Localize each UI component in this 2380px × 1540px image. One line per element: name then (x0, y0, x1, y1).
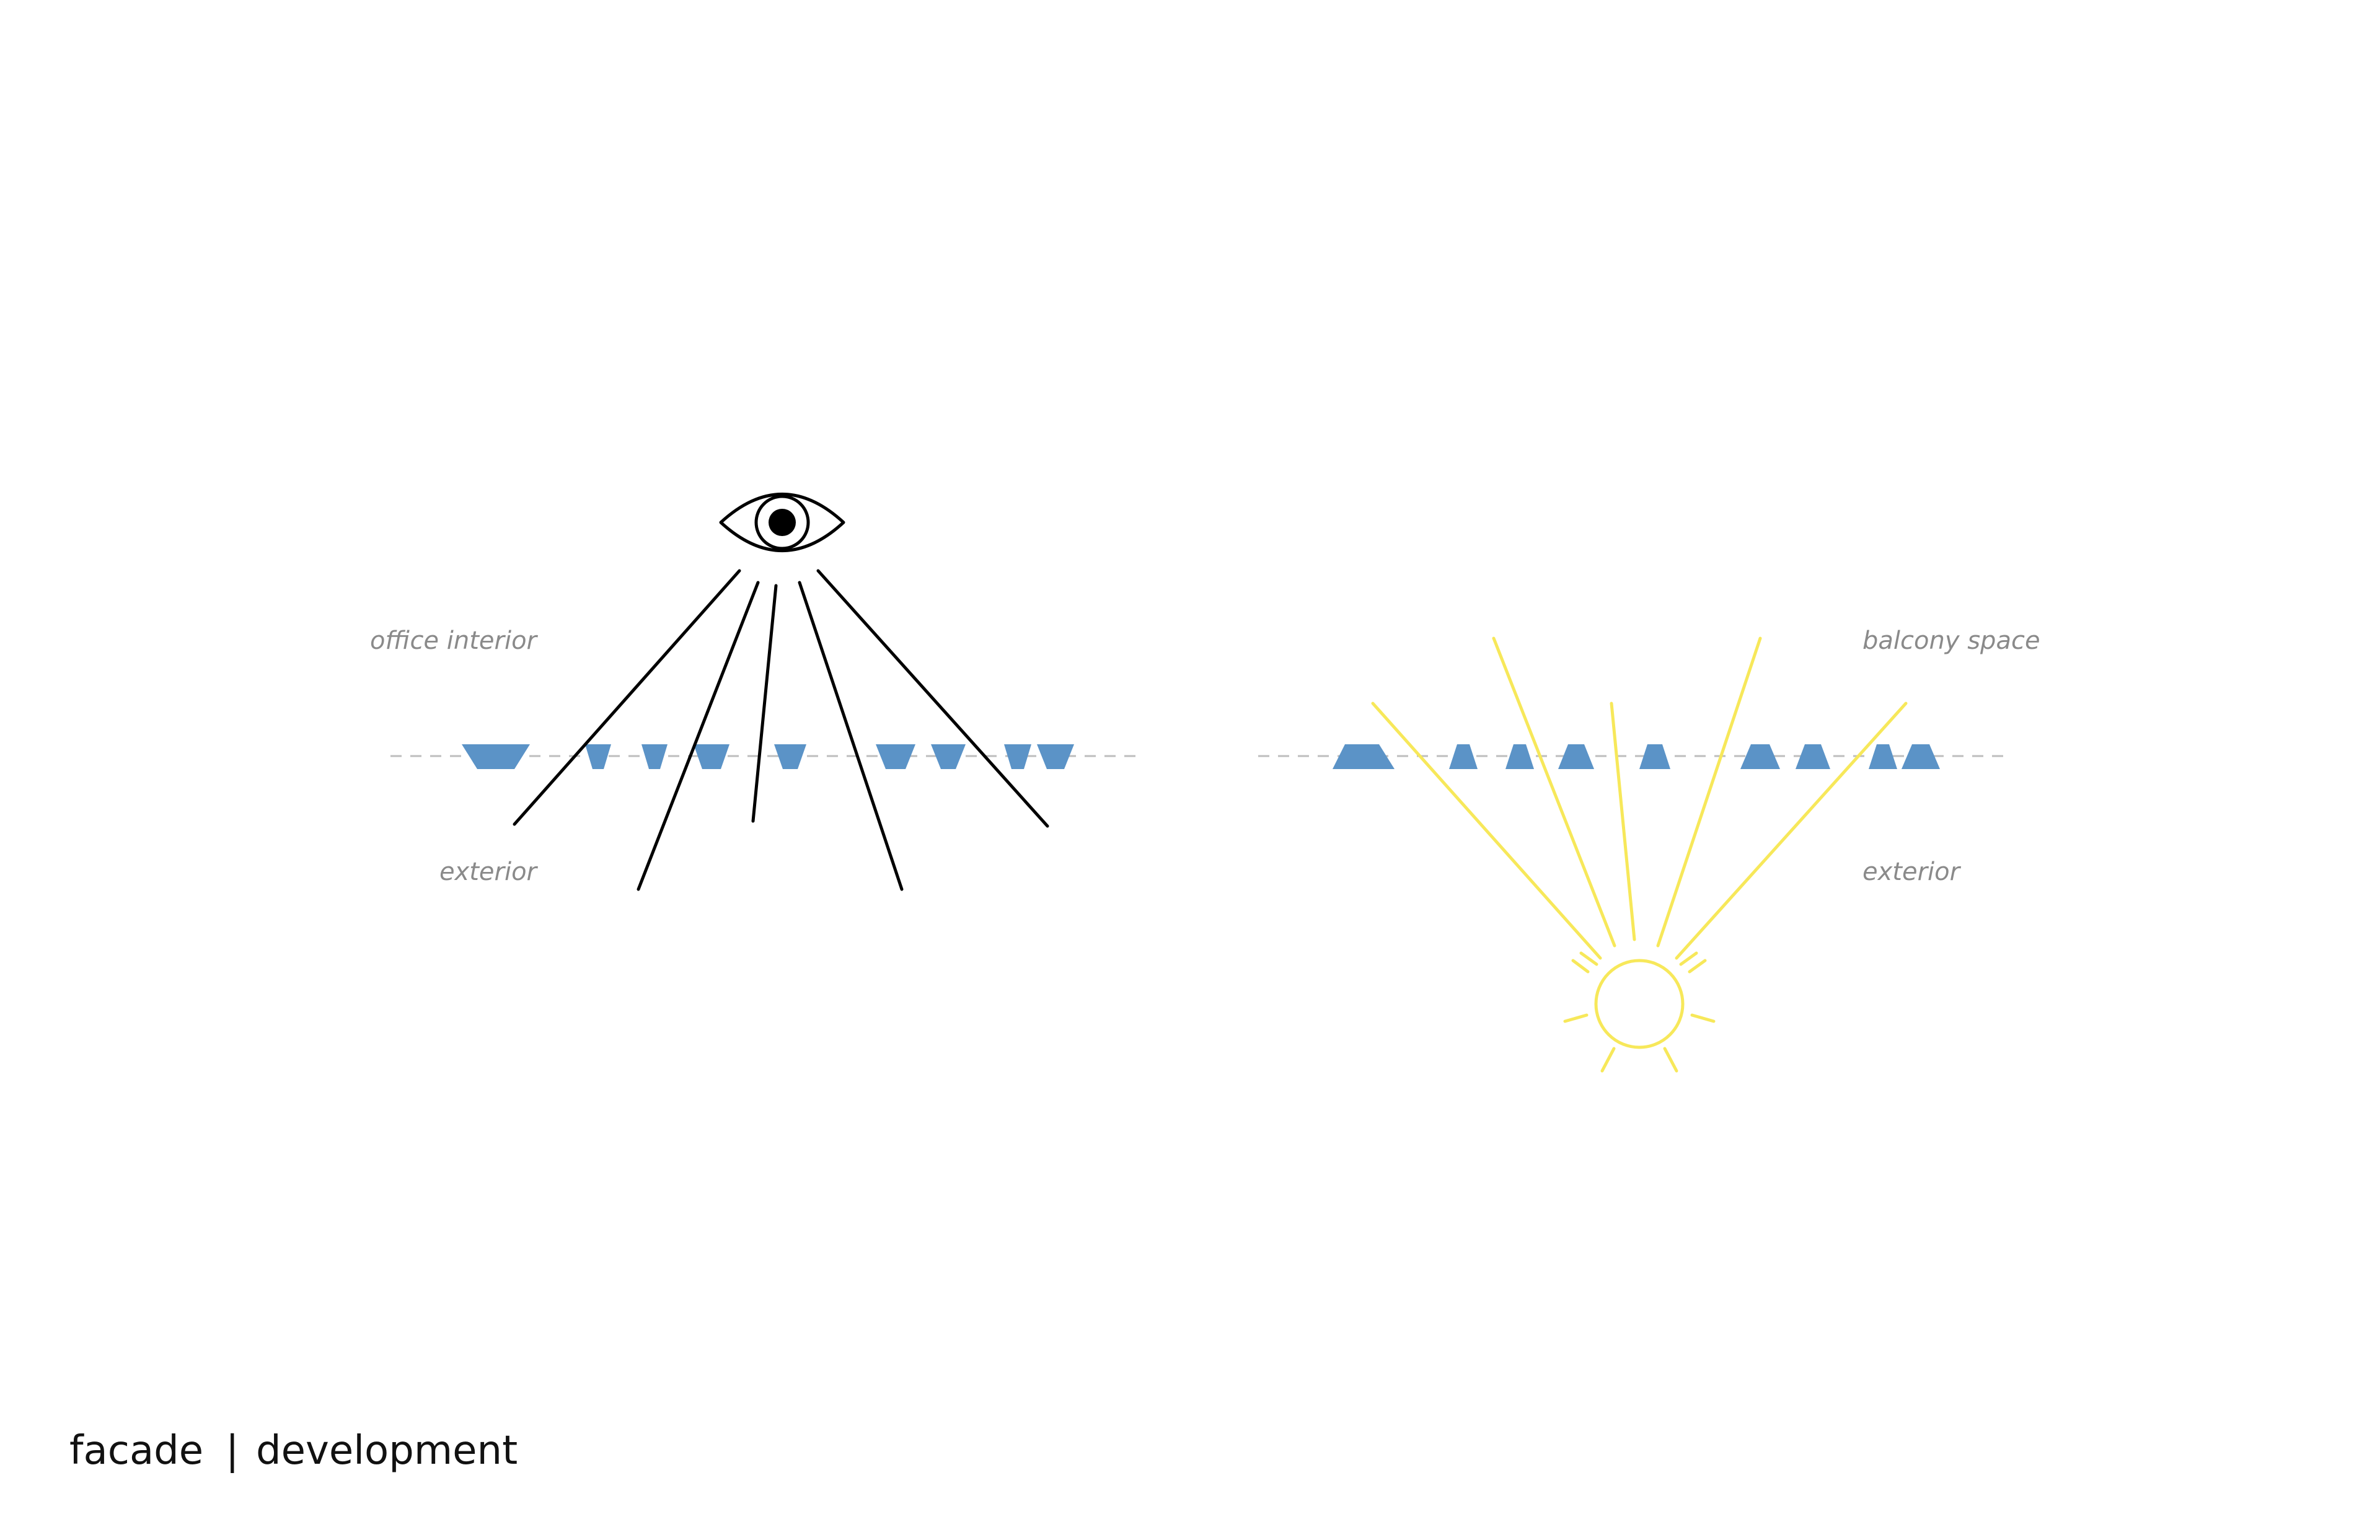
fin (1796, 744, 1830, 769)
fin (876, 744, 915, 769)
sun-ray (1675, 702, 1908, 960)
left-panel-view-diagram: office interior exterior (370, 493, 1144, 891)
sight-line (798, 581, 904, 891)
fin (1869, 744, 1897, 769)
fin (1505, 744, 1534, 769)
fin (931, 744, 966, 769)
sun-ray (1492, 636, 1616, 948)
fin (1639, 744, 1670, 769)
sight-lines (513, 569, 1049, 891)
fin (1333, 744, 1395, 769)
sight-line (751, 584, 778, 823)
fin (462, 744, 530, 769)
exterior-label-left: exterior (439, 858, 539, 886)
fin (1449, 744, 1478, 769)
sunlight-rays (1371, 636, 1908, 960)
facade-fins-right (1333, 744, 1940, 769)
fin (1558, 744, 1594, 769)
fin (1902, 744, 1940, 769)
footer-title-left: facade (69, 1428, 203, 1474)
fin (585, 744, 611, 769)
sun-ray (1610, 702, 1636, 941)
sun-ray (1656, 636, 1762, 948)
footer-title: facade | development (69, 1428, 518, 1474)
sun-icon (1563, 951, 1716, 1073)
fin (694, 744, 729, 769)
sight-line (513, 569, 741, 826)
office-interior-label: office interior (370, 627, 539, 655)
fin (1004, 744, 1031, 769)
eye-icon (719, 493, 845, 552)
exterior-label-right: exterior (1862, 858, 1962, 886)
fin (641, 744, 668, 769)
balcony-space-label: balcony space (1862, 627, 2040, 655)
fin (1740, 744, 1780, 769)
fin (774, 744, 806, 769)
facade-fins-left (462, 744, 1074, 769)
sun-ray (1371, 702, 1602, 960)
footer-title-separator: | (226, 1428, 239, 1474)
fin (1037, 744, 1074, 769)
right-panel-sun-diagram: balcony space exterior (1258, 627, 2040, 1073)
footer-title-right: development (256, 1428, 518, 1474)
sight-line (816, 569, 1049, 828)
sight-line (637, 581, 760, 891)
